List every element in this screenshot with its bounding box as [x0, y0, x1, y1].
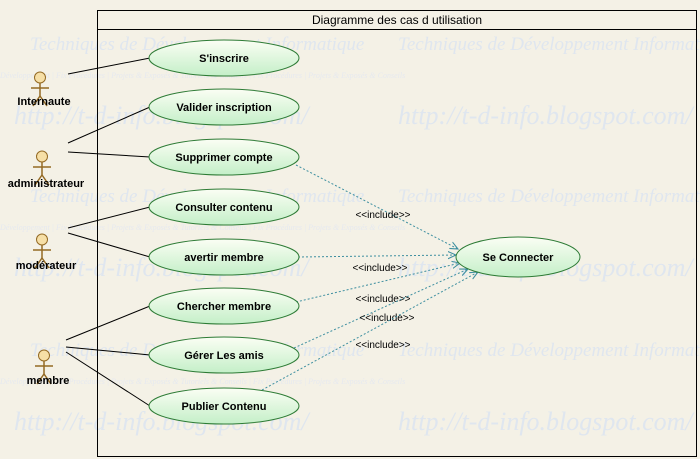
use-case-label: Gérer Les amis [184, 350, 264, 362]
use-case-chercher[interactable]: Chercher membre [148, 287, 300, 325]
include-label: <<include>> [352, 263, 407, 274]
association-line [65, 305, 151, 341]
include-arrow [261, 272, 478, 391]
association-line [65, 346, 151, 356]
actor-icon [33, 150, 51, 186]
use-case-ellipse [148, 138, 300, 176]
watermark-url: http://t-d-info.blogspot.com/ [398, 101, 695, 130]
actor-administrateur[interactable]: administrateur [8, 150, 85, 190]
use-case-sinscrire[interactable]: S'inscrire [148, 39, 300, 77]
watermark-subtitle: Développement | Fix Procédures | Projets… [0, 223, 405, 232]
use-case-label: Chercher membre [177, 301, 271, 313]
include-label: <<include>> [355, 210, 410, 221]
use-case-ellipse [148, 238, 300, 276]
actor-membre[interactable]: membre [27, 349, 70, 387]
include-label: <<include>> [355, 294, 410, 305]
use-case-label: Consulter contenu [175, 202, 272, 214]
use-case-gerer[interactable]: Gérer Les amis [148, 336, 300, 374]
include-relationships: <<include>> <<include>> <<include>> <<inclu… [261, 164, 478, 391]
actor-icon [35, 349, 53, 385]
watermark-subtitle: Développement | Fix Procédures | Projets… [0, 377, 405, 386]
diagram-title: Diagramme des cas d utilisation [312, 13, 482, 27]
include-label: <<include>> [355, 340, 410, 351]
include-arrow [295, 164, 458, 249]
use-case-supprimer[interactable]: Supprimer compte [148, 138, 300, 176]
actor-label: membre [27, 375, 70, 387]
use-case-label: Valider inscription [176, 102, 272, 114]
use-case-ellipse [455, 236, 581, 278]
use-case-avertir[interactable]: avertir membre [148, 238, 300, 276]
actor-internaute[interactable]: Internaute [17, 71, 71, 108]
watermark-title: Techniques de Développement Informatique [398, 340, 700, 361]
actor-label: Internaute [17, 96, 70, 108]
system-boundary-frame [97, 10, 697, 457]
use-case-ellipse [148, 336, 300, 374]
use-case-consulter[interactable]: Consulter contenu [148, 188, 300, 226]
watermark-url: http://t-d-info.blogspot.com/ [398, 407, 695, 436]
association-line [67, 206, 151, 229]
use-case-ellipse [148, 88, 300, 126]
use-case-ellipse [148, 287, 300, 325]
use-case-ellipse [148, 387, 300, 425]
actors: Internaute administrateur modérateur membre [8, 71, 85, 387]
association-line [67, 151, 151, 158]
watermark-title: Techniques de Développement Informatique [398, 186, 700, 207]
include-arrow [295, 263, 460, 303]
association-line [67, 232, 151, 258]
use-case-label: Supprimer compte [175, 152, 272, 164]
use-case-label: Publier Contenu [182, 401, 267, 413]
system-boundary: Diagramme des cas d utilisation [97, 10, 697, 457]
actor-label: administrateur [8, 178, 85, 190]
use-case-ellipse [148, 39, 300, 77]
actor-moderateur[interactable]: modérateur [16, 233, 77, 272]
association-line [67, 106, 151, 144]
association-lines [65, 57, 151, 407]
use-case-connecter[interactable]: Se Connecter [455, 236, 581, 278]
use-case-publier[interactable]: Publier Contenu [148, 387, 300, 425]
actor-icon [33, 233, 51, 269]
actor-label: modérateur [16, 260, 77, 272]
include-label: <<include>> [359, 313, 414, 324]
watermark: Techniques de Développement Informatique… [0, 34, 700, 436]
use-case-ellipse [148, 188, 300, 226]
actor-icon [31, 71, 49, 107]
use-case-label: avertir membre [184, 252, 264, 264]
association-line [65, 351, 151, 407]
use-case-label: Se Connecter [483, 252, 555, 264]
watermark-title: Techniques de Développement Informatique [398, 34, 700, 55]
use-case-label: S'inscrire [199, 53, 249, 65]
use-case-valider[interactable]: Valider inscription [148, 88, 300, 126]
association-line [67, 57, 151, 75]
